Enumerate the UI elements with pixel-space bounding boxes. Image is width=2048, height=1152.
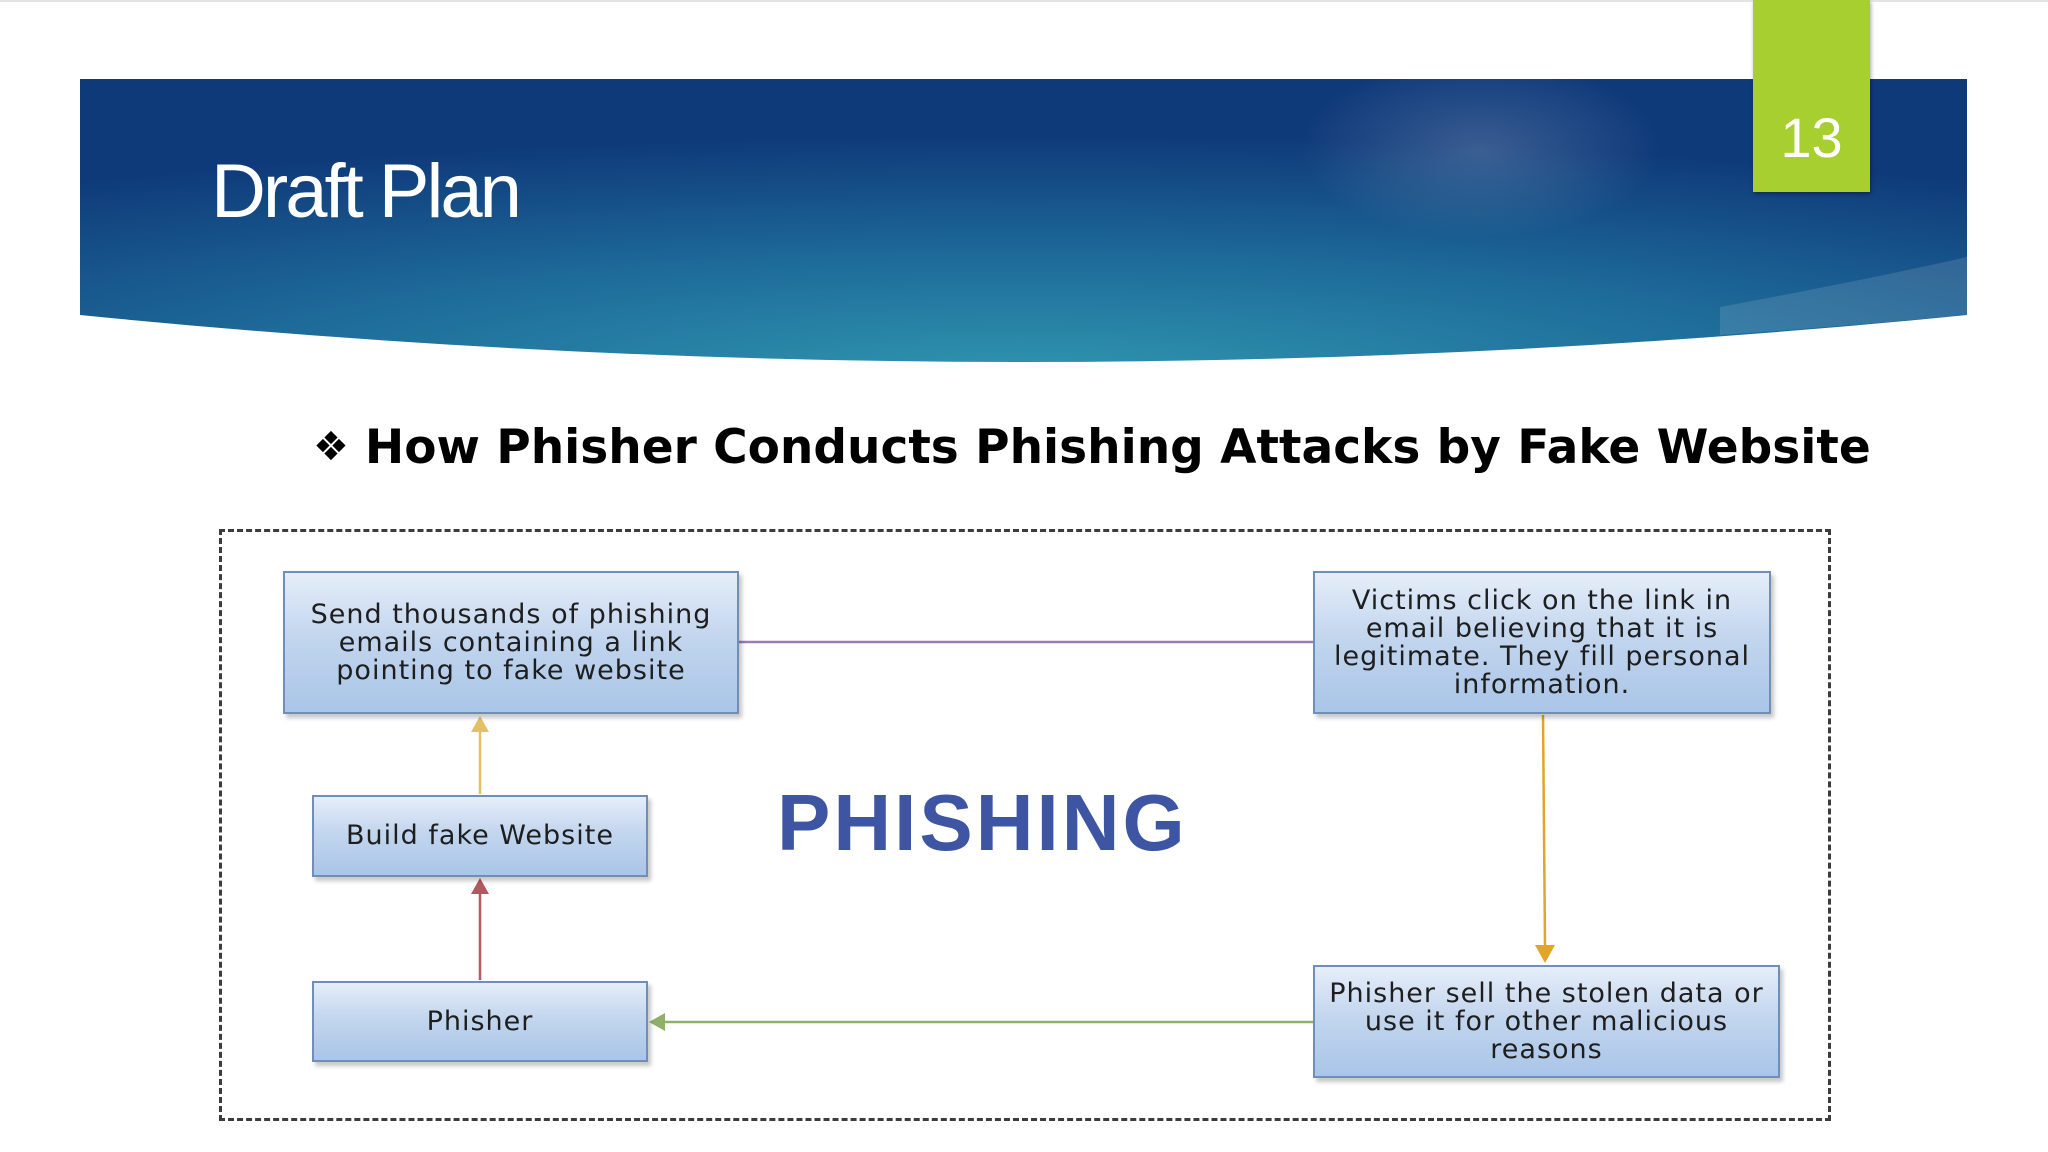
section-heading-text: How Phisher Conducts Phishing Attacks by…: [364, 419, 1871, 475]
box-build-website: Build fake Website: [312, 795, 648, 877]
title-banner: [80, 79, 1967, 381]
box-sell-data: Phisher sell the stolen data or use it f…: [1313, 965, 1780, 1078]
box-send-emails: Send thousands of phishing emails contai…: [283, 571, 739, 714]
page-number: 13: [1780, 106, 1843, 169]
top-divider-line: [0, 0, 2048, 2]
slide-title: Draft Plan: [211, 149, 522, 234]
arrow-head-phisher: [649, 1013, 665, 1031]
diamond-bullet-icon: ❖: [313, 424, 349, 470]
box-phisher: Phisher: [312, 981, 648, 1062]
box-victims-click: Victims click on the link in email belie…: [1313, 571, 1771, 714]
diagram-frame: [219, 529, 1831, 1121]
arrow-head-build: [471, 878, 489, 894]
arrow-victims-to-sell: [1541, 714, 1547, 946]
center-label-phishing: PHISHING: [777, 778, 1188, 867]
arrow-head-sell: [1535, 945, 1555, 963]
page-number-tab: 13: [1753, 0, 1870, 192]
section-heading: ❖ How Phisher Conducts Phishing Attacks …: [313, 412, 1871, 482]
arrow-head-send: [471, 716, 489, 732]
